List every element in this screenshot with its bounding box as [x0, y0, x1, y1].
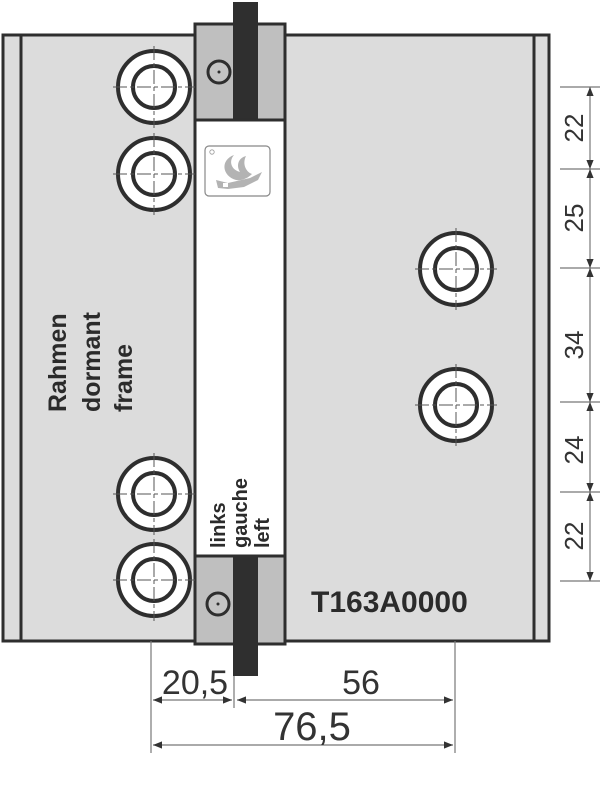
dim-v-4: 24 — [559, 436, 589, 465]
screw-hole-icon — [415, 228, 497, 310]
part-number: T163A0000 — [311, 586, 468, 619]
side-label-left: left — [252, 518, 274, 548]
dim-h-right: 56 — [342, 664, 380, 702]
pin-bottom — [233, 556, 258, 676]
horizontal-dimensions — [150, 641, 456, 753]
dim-v-3: 34 — [559, 331, 589, 360]
screw-hole-icon — [113, 46, 195, 128]
screw-icon-top — [206, 59, 232, 85]
screw-hole-icon — [415, 364, 497, 446]
frame-label: Rahmen dormant frame — [44, 311, 138, 412]
dim-v-5: 22 — [559, 522, 589, 551]
vertical-dimensions — [560, 86, 600, 582]
screw-hole-icon — [113, 539, 195, 621]
dim-h-total: 76,5 — [273, 705, 351, 749]
screw-icon-bottom — [205, 591, 231, 617]
dim-h-left: 20,5 — [162, 664, 228, 702]
dim-v-2: 25 — [559, 204, 589, 233]
screw-hole-icon — [113, 453, 195, 535]
frame-label-dormant: dormant — [78, 311, 106, 412]
frame-label-rahmen: Rahmen — [44, 313, 72, 412]
pin-top — [233, 2, 258, 120]
dim-v-1: 22 — [559, 114, 589, 143]
rooster-logo-icon — [204, 145, 271, 197]
side-label-links: links — [208, 502, 230, 548]
side-label: links gauche left — [208, 478, 274, 548]
screw-hole-icon — [113, 133, 195, 215]
frame-label-frame: frame — [110, 344, 138, 412]
side-label-gauche: gauche — [230, 478, 252, 548]
